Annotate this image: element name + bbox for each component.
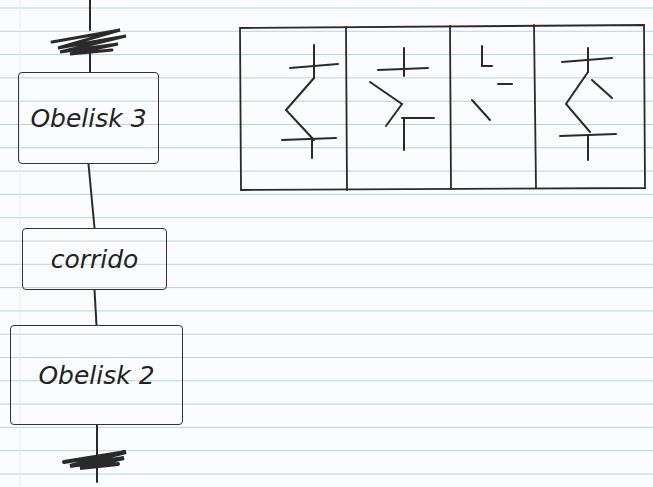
margin-line <box>20 0 21 487</box>
process-box: Obelisk 3 <box>18 72 159 164</box>
process-box: corrido <box>22 228 167 290</box>
ruled-lines <box>0 8 653 474</box>
box-label: Obelisk 2 <box>38 361 154 390</box>
glyph-sketches <box>282 45 616 160</box>
process-box: Obelisk 2 <box>10 325 183 425</box>
box-label: Obelisk 3 <box>30 104 146 133</box>
connector-line <box>95 290 97 325</box>
glyph-table <box>240 25 645 190</box>
box-label: corrido <box>51 245 139 274</box>
connector-line <box>89 164 95 228</box>
